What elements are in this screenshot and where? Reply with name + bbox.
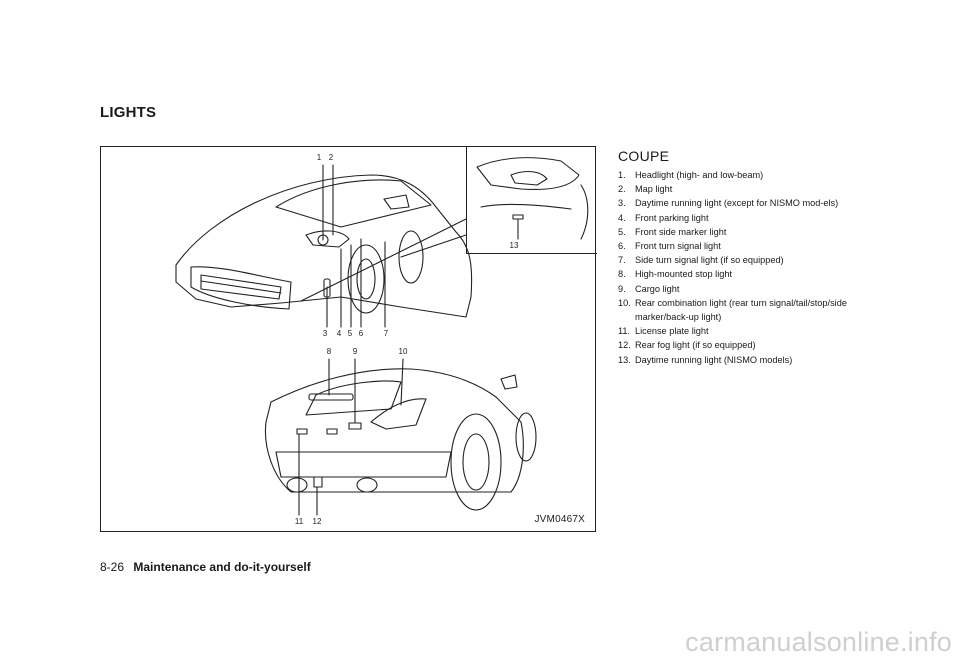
list-item: 8.High-mounted stop light bbox=[618, 269, 733, 280]
figure-code: JVM0467X bbox=[534, 514, 585, 525]
callout-8: 8 bbox=[326, 347, 332, 356]
cargo-light bbox=[348, 422, 362, 430]
callout-7: 7 bbox=[383, 329, 389, 338]
side-mirror bbox=[383, 194, 410, 210]
list-item: 9.Cargo light bbox=[618, 283, 680, 294]
list-item: 5.Front side marker light bbox=[618, 226, 727, 237]
callout-11: 11 bbox=[294, 517, 304, 526]
list-item: 1.Headlight (high- and low-beam) bbox=[618, 170, 764, 180]
list-item: 10.Rear combination light (rear turn sig… bbox=[618, 297, 847, 323]
inset-frame bbox=[466, 147, 597, 254]
front-bumper bbox=[190, 266, 292, 310]
rear-combo-lamp bbox=[370, 398, 427, 430]
callout-2: 2 bbox=[328, 153, 334, 162]
rear-side-mirror bbox=[500, 374, 518, 390]
list-item: 11.License plate light bbox=[618, 326, 709, 337]
inset-car-profile bbox=[476, 157, 580, 190]
callout-5: 5 bbox=[347, 329, 353, 338]
callout-1: 1 bbox=[316, 153, 322, 162]
rear-fog bbox=[313, 476, 323, 488]
callout-4: 4 bbox=[336, 329, 342, 338]
callout-3: 3 bbox=[322, 329, 328, 338]
exhaust-left bbox=[286, 477, 308, 493]
license-plate-light-left bbox=[296, 428, 308, 435]
rear-bumper bbox=[275, 451, 452, 478]
list-item: 12.Rear fog light (if so equipped) bbox=[618, 340, 756, 351]
coupe-heading: COUPE bbox=[618, 148, 670, 164]
section-title: LIGHTS bbox=[100, 104, 157, 121]
list-item: 4.Front parking light bbox=[618, 212, 709, 223]
rear-car-outline bbox=[264, 368, 524, 493]
chapter-title: Maintenance and do-it-yourself bbox=[133, 560, 311, 574]
high-mount-stop bbox=[308, 393, 354, 401]
front-car-outline bbox=[175, 174, 473, 318]
lights-list: 1.Headlight (high- and low-beam) 2.Map l… bbox=[618, 168, 863, 367]
front-headlight-shape bbox=[305, 230, 350, 248]
callout-12: 12 bbox=[312, 517, 322, 526]
list-item: 7.Side turn signal light (if so equipped… bbox=[618, 255, 784, 266]
watermark: carmanualsonline.info bbox=[685, 627, 952, 657]
callout-13: 13 bbox=[509, 241, 519, 250]
front-windshield bbox=[275, 179, 432, 228]
rear-wheel bbox=[450, 413, 502, 511]
page-number: 8-26 bbox=[100, 560, 125, 574]
lights-figure: 1 2 3 4 5 6 7 13 8 9 10 11 12 JVM0467X bbox=[100, 146, 597, 532]
list-item: 2.Map light bbox=[618, 184, 673, 195]
front-wheel-rear bbox=[398, 230, 424, 284]
car-illustration bbox=[175, 157, 589, 516]
front-wheel-right bbox=[347, 244, 385, 314]
exhaust-right bbox=[356, 477, 378, 493]
page-footer: 8-26 Maintenance and do-it-yourself bbox=[100, 560, 311, 574]
rear-window bbox=[305, 380, 402, 416]
front-grille bbox=[200, 274, 282, 300]
list-item: 3.Daytime running light (except for NISM… bbox=[618, 198, 839, 209]
list-item: 13.Daytime running light (NISMO models) bbox=[618, 354, 793, 365]
callout-10: 10 bbox=[398, 347, 408, 356]
license-plate-light-right bbox=[326, 428, 338, 435]
list-item: 6.Front turn signal light bbox=[618, 241, 721, 252]
callout-6: 6 bbox=[358, 329, 364, 338]
callout-9: 9 bbox=[352, 347, 358, 356]
